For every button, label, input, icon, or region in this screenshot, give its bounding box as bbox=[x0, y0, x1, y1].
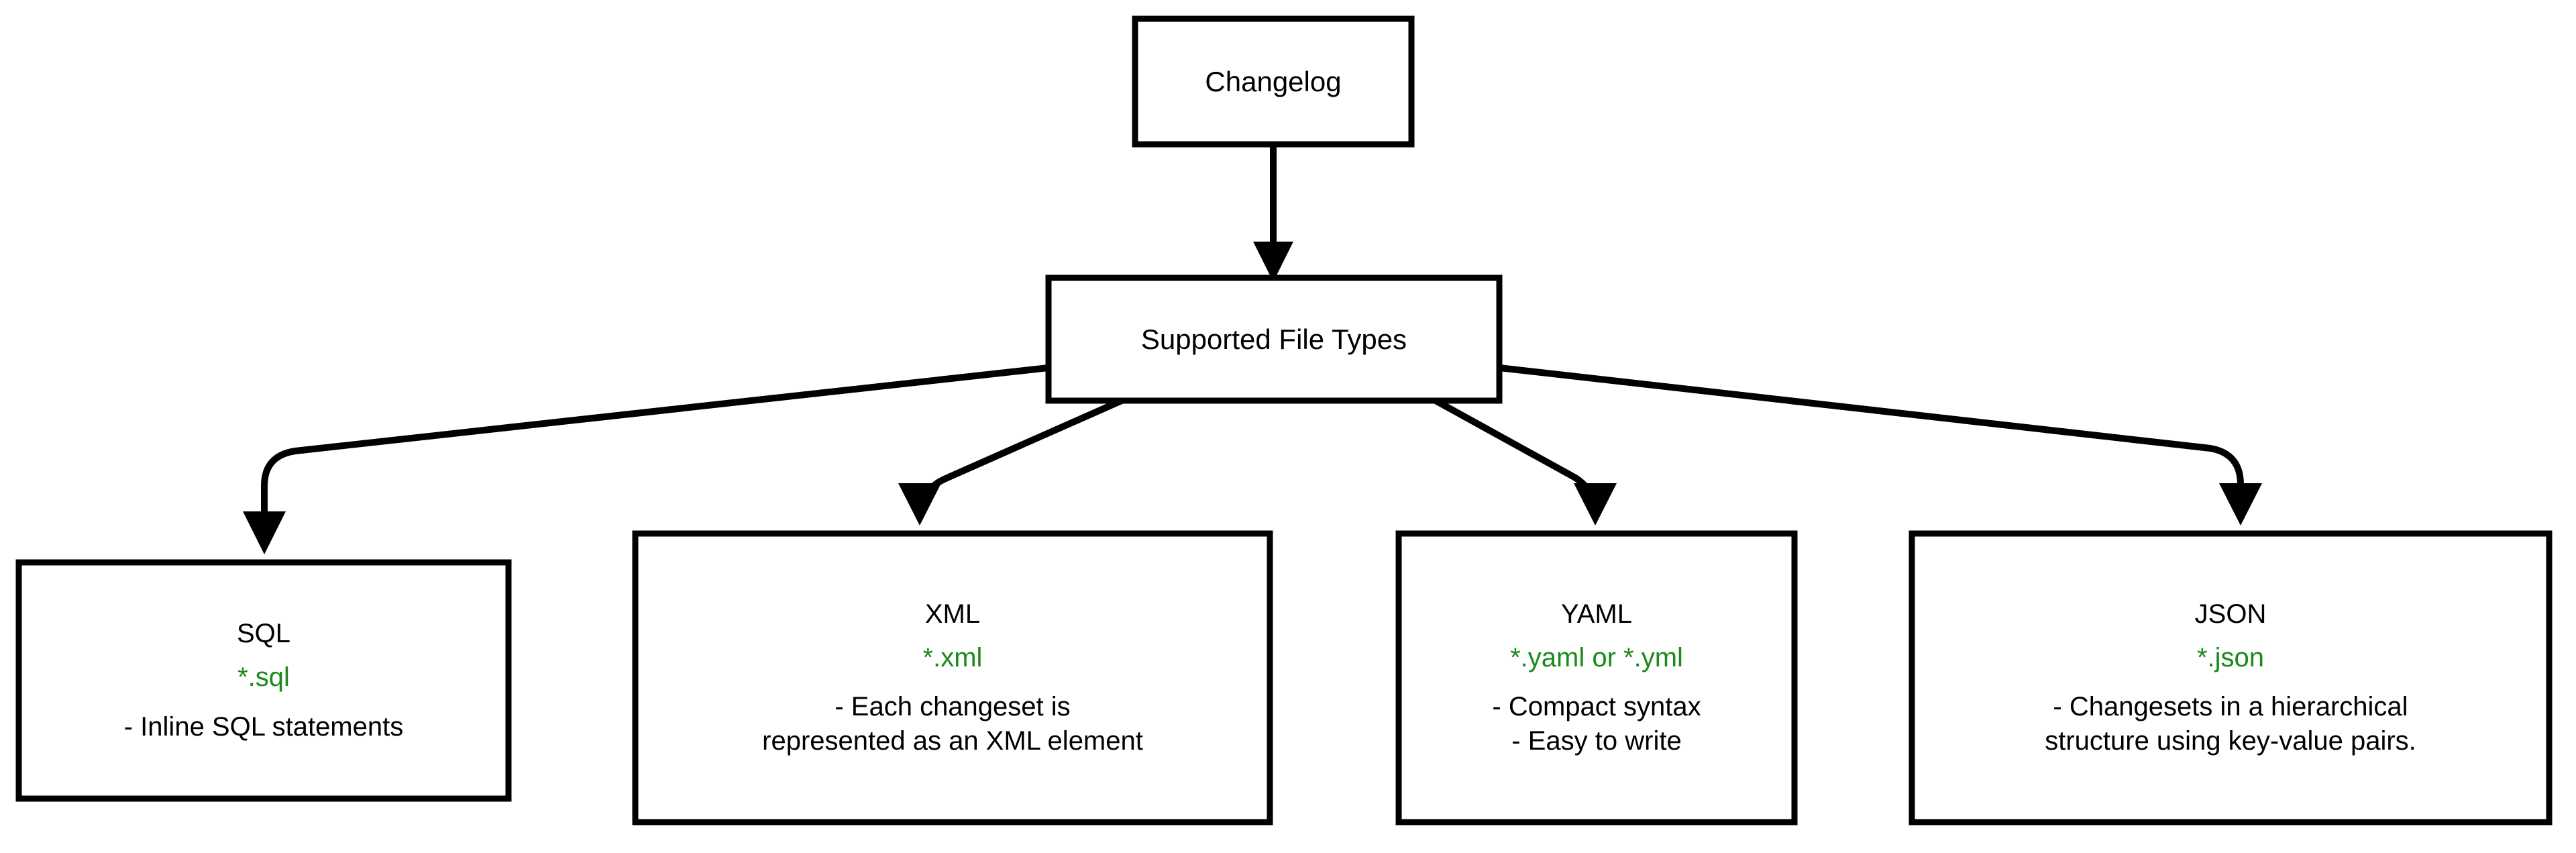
edge-supported-file-types-to-xml bbox=[898, 397, 1124, 525]
edge-supported-file-types-to-sql bbox=[243, 364, 1049, 554]
node-json[interactable] bbox=[1909, 530, 2553, 825]
node-yaml[interactable] bbox=[1395, 530, 1798, 825]
node-sql[interactable] bbox=[15, 559, 512, 802]
arrowhead-icon bbox=[898, 483, 941, 525]
node-xml[interactable] bbox=[632, 530, 1273, 825]
node-supported-file-types[interactable] bbox=[1045, 274, 1503, 404]
edge-line bbox=[916, 397, 1124, 521]
edge-line bbox=[261, 364, 1049, 537]
edge-line bbox=[1499, 364, 2244, 510]
arrowhead-icon bbox=[1574, 483, 1617, 525]
arrowhead-icon bbox=[243, 511, 286, 554]
arrowhead-icon bbox=[2219, 483, 2262, 525]
edge-supported-file-types-to-yaml bbox=[1434, 397, 1617, 525]
edge-changelog-to-supported-file-types bbox=[1253, 144, 1293, 282]
edge-supported-file-types-to-json bbox=[1499, 364, 2262, 525]
edge-line bbox=[1434, 397, 1599, 520]
node-changelog[interactable] bbox=[1132, 15, 1415, 148]
arrowhead-icon bbox=[1253, 242, 1293, 282]
